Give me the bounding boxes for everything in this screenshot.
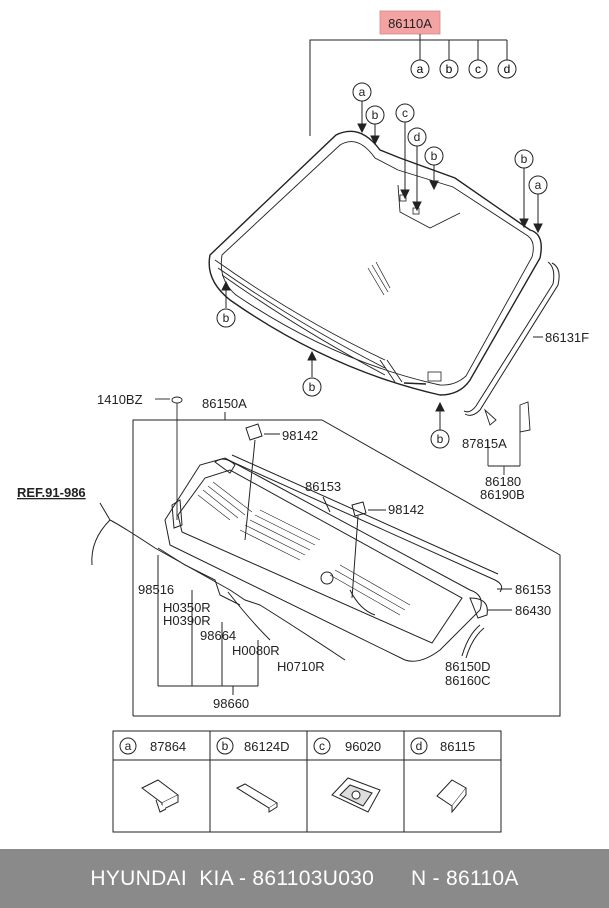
main-part-label: 86110A — [388, 16, 432, 31]
footer-brand: HYUNDAI KIA - 861103U030 — [90, 866, 375, 890]
legend-part-c-drawing — [331, 777, 381, 813]
windshield-glass[interactable] — [208, 130, 542, 396]
label-hose-assy: 98660 — [213, 696, 249, 711]
bracket-part[interactable] — [484, 401, 531, 475]
glass-callouts — [216, 82, 548, 449]
legend-letter-c: c — [319, 739, 325, 753]
label-nozzle-upper: 98142 — [282, 428, 318, 443]
legend-part-d: 86115 — [440, 739, 475, 754]
label-cowl-seal: 86153 — [305, 479, 341, 494]
glass-callout-b3: b — [521, 152, 528, 166]
glass-callout-b6: b — [437, 432, 444, 446]
washer-hose[interactable] — [91, 502, 346, 661]
legend-part-b-drawing — [235, 783, 278, 813]
label-h1: H0350R — [163, 600, 211, 615]
legend-letter-d: d — [416, 739, 423, 753]
legend-part-b: 86124D — [244, 739, 290, 754]
footer-number: N - 86110A — [410, 866, 519, 890]
glass-callout-d: d — [414, 130, 421, 144]
label-ref: REF.91-986 — [17, 485, 86, 500]
label-cowl-seal-right: 86153 — [515, 582, 551, 597]
legend-table — [112, 730, 502, 833]
legend-letter-a: a — [125, 739, 132, 753]
label-cowl-panel: 86150A — [202, 396, 247, 411]
label-bracket: 87815A — [462, 436, 507, 451]
glass-callout-c: c — [402, 106, 408, 120]
label-cowl-side-2: 86160C — [445, 673, 491, 688]
label-screw: 1410BZ — [97, 392, 143, 407]
main-callouts: a b c d — [410, 59, 517, 79]
legend-letter-b: b — [222, 739, 229, 753]
footer-bar: HYUNDAI KIA - 861103U030 N - 86110A — [0, 849, 609, 908]
label-nozzle-lower: 98142 — [388, 502, 424, 517]
glass-callout-b5: b — [309, 380, 316, 394]
main-part-highlight[interactable] — [379, 10, 441, 35]
legend-part-d-drawing — [436, 779, 467, 814]
legend-part-a-drawing — [141, 779, 179, 813]
washer-nozzle-lower[interactable] — [351, 501, 386, 599]
callout-d: d — [504, 62, 511, 76]
washer-nozzle-upper[interactable] — [244, 423, 280, 541]
windshield-molding[interactable] — [463, 261, 560, 416]
glass-callout-a1: a — [359, 85, 366, 99]
label-molding: 86131F — [545, 330, 589, 345]
label-h3: H0080R — [232, 643, 280, 658]
main-part-leader — [309, 34, 508, 136]
cowl-side-piece[interactable] — [461, 624, 485, 659]
label-connector: 98664 — [200, 628, 236, 643]
label-h2: H0390R — [163, 613, 211, 628]
cowl-group-outline — [132, 419, 561, 717]
label-bracket-2: 86190B — [480, 487, 525, 502]
cowl-panel[interactable] — [164, 457, 488, 662]
label-cowl-cover: 86430 — [515, 603, 551, 618]
callout-a: a — [417, 62, 424, 76]
callout-b: b — [446, 62, 453, 76]
legend-part-a: 87864 — [150, 739, 186, 754]
callout-c: c — [475, 62, 481, 76]
label-h4: H0710R — [277, 659, 325, 674]
label-bracket-1: 86180 — [485, 474, 521, 489]
label-hose: 98516 — [138, 582, 174, 597]
cowl-seal[interactable] — [227, 454, 503, 593]
label-cowl-side-1: 86150D — [445, 659, 491, 674]
legend-part-c: 96020 — [345, 739, 381, 754]
hose-leaders — [157, 555, 259, 695]
glass-callout-a2: a — [535, 178, 542, 192]
glass-callout-b4: b — [223, 311, 230, 325]
glass-callout-b1: b — [372, 108, 379, 122]
glass-callout-b2: b — [431, 149, 438, 163]
